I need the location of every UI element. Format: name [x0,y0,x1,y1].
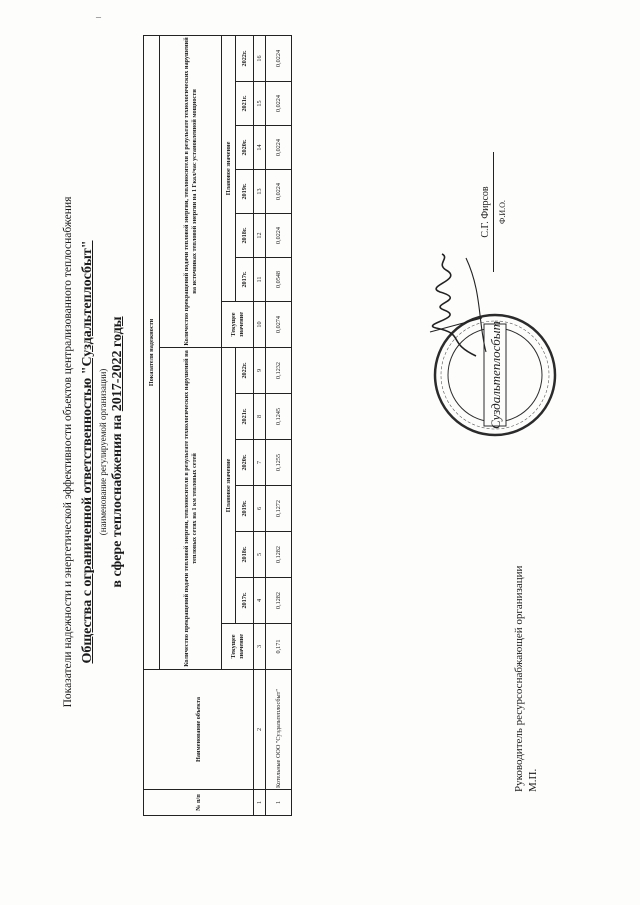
col-number: 10 [253,301,266,348]
year-header: 2022г. [235,347,254,394]
ind2-plan-value: 0,0224 [265,125,292,170]
fio-caption: Ф.И.О. [498,200,507,224]
handwritten-signature [429,253,487,357]
year-header: 2020г. [235,439,254,486]
year-header: 2021г. [235,393,254,440]
signer-name: С.Г. Фирсов [480,152,494,272]
reliability-group-header: Показатели надежности [143,35,160,670]
col-number: 1 [253,789,266,816]
ind2-plan-value: 0,0224 [265,81,292,126]
document-sheet: Показатели надежности и энергетической э… [50,35,590,832]
year-header: 2018г. [235,213,254,258]
col-number: 15 [253,81,266,126]
ind2-current-header: Текущее значение [221,301,254,348]
sector-prefix: в сфере теплоснабжения на [110,411,125,588]
year-header: 2021г. [235,81,254,126]
year-header: 2017г. [235,577,254,624]
col-number: 2 [253,669,266,790]
organization-name: Общества с ограниченной ответственностью… [80,240,95,664]
year-header: 2018г. [235,531,254,578]
ind1-current-header: Текущее значение [221,623,254,670]
col-number: 3 [253,623,266,670]
ind2-current-value: 0,0274 [265,301,292,348]
col-number: 4 [253,577,266,624]
col-number: 6 [253,485,266,532]
stamp-text: Суздальтеплосбыт [488,321,503,429]
ind1-plan-value: 0,1245 [265,393,292,440]
col-object-header: Наименование объекта [143,669,254,790]
indicators-table: № п/п Наименование объекта Показатели на… [143,35,292,816]
year-header: 2022г. [235,35,254,82]
ind1-plan-header: Плановое значение [221,347,236,624]
mp-label: М.П. [527,768,539,792]
ind1-plan-value: 0,1232 [265,347,292,394]
signer-title: Руководитель ресурсоснабжающей организац… [513,565,525,792]
year-header: 2020г. [235,125,254,170]
col-number: 7 [253,439,266,486]
sector-years: 2017-2022 годы [110,316,125,412]
year-header: 2017г. [235,257,254,302]
ind1-plan-value: 0,1282 [265,531,292,578]
col-number: 11 [253,257,266,302]
col-number: 16 [253,35,266,82]
col-number: 12 [253,213,266,258]
ind2-plan-value: 0,0224 [265,213,292,258]
col-number: 13 [253,169,266,214]
row-num: 1 [265,789,292,816]
col-number: 9 [253,347,266,394]
ind2-plan-header: Плановое значение [221,35,236,302]
ind2-plan-value: 0,0224 [265,169,292,214]
col-num-header: № п/п [143,789,254,816]
ind2-plan-value: 0,0548 [265,257,292,302]
ind1-plan-value: 0,1282 [265,577,292,624]
sector-period: в сфере теплоснабжения на 2017-2022 годы [110,72,126,832]
indicator-2-header: Количество прекращений подачи тепловой э… [159,35,222,348]
ind2-plan-value: 0,0224 [265,35,292,82]
col-number: 5 [253,531,266,578]
organization-stamp: Суздальтеплосбыт [433,313,557,437]
document-title: Показатели надежности и энергетической э… [62,196,74,708]
ind1-plan-value: 0,1272 [265,485,292,532]
ind1-current-value: 0,171 [265,623,292,670]
signer-block: Руководитель ресурсоснабжающей организац… [512,566,540,792]
indicator-1-header: Количество прекращений подачи тепловой э… [159,347,222,670]
year-header: 2019г. [235,169,254,214]
ind1-plan-value: 0,1255 [265,439,292,486]
col-number: 8 [253,393,266,440]
table-row: 1 Котельные ООО "Суздальтеплосбыт" 0,171… [265,35,292,816]
col-number: 14 [253,125,266,170]
row-object-name: Котельные ООО "Суздальтеплосбыт" [265,669,292,790]
corner-mark: – [96,12,101,23]
column-number-row: 1 2 3 4 5 6 7 8 9 10 11 12 13 14 15 16 [253,35,266,816]
year-header: 2019г. [235,485,254,532]
organization-caption: (наименование регулируемой организации) [98,368,108,536]
